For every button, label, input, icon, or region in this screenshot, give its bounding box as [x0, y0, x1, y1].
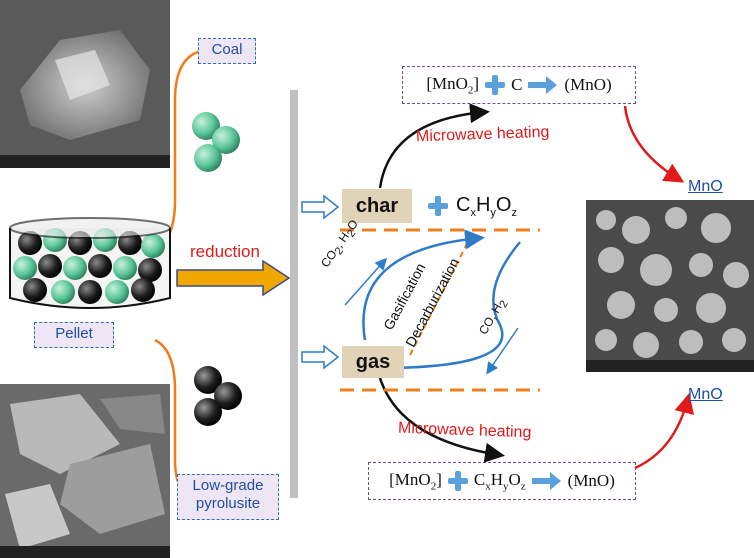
- pellet-cylinder-icon: [9, 217, 171, 309]
- pyrolusite-sem-texture: [0, 384, 170, 558]
- plus-icon: [428, 196, 448, 216]
- reduction-label: reduction: [190, 242, 260, 261]
- coal-sem-texture: [0, 0, 170, 168]
- top-eq-product: (MnO): [564, 75, 612, 94]
- divider-bar: [290, 90, 298, 498]
- bottom-eq-reactant: [MnO2]: [389, 469, 442, 493]
- arrow-right-icon: [528, 76, 558, 94]
- reaction-arrows: [301, 103, 695, 470]
- bottom-equation-box: [MnO2] CxHyOz (MnO): [368, 462, 636, 500]
- coal-label: Coal: [198, 38, 256, 64]
- coal-sem-image: [0, 0, 170, 168]
- reduction-arrow-icon: [176, 259, 291, 297]
- plus-icon: [485, 75, 506, 95]
- pellet-label: Pellet: [34, 322, 114, 348]
- char-box: char: [342, 189, 412, 223]
- pyrolusite-sem-image: [0, 384, 170, 558]
- bottom-eq-product: (MnO): [567, 471, 615, 490]
- top-equation-box: [MnO2] C (MnO): [402, 66, 636, 104]
- pyrolusite-label: Low-grade pyrolusite: [177, 474, 279, 520]
- gas-box: gas: [342, 346, 404, 378]
- pyrolusite-particles-icon: [194, 366, 242, 426]
- top-eq-reactant: [MnO2]: [426, 73, 480, 97]
- mno-top-label: MnO: [688, 178, 723, 195]
- cxhyoz-label: CxHyOz: [456, 194, 517, 219]
- mno-sem-image: [586, 200, 754, 372]
- top-eq-carbon: C: [511, 75, 523, 94]
- pyrolusite-label-line2: pyrolusite: [195, 495, 261, 512]
- coal-particles-icon: [192, 112, 240, 172]
- arrow-right-icon: [531, 472, 561, 490]
- bottom-eq-cxhyoz: CxHyOz: [473, 469, 526, 493]
- mno-bottom-label: MnO: [688, 386, 723, 403]
- mno-sem-texture: [586, 200, 754, 372]
- plus-icon: [447, 471, 468, 491]
- pyrolusite-label-line1: Low-grade: [192, 477, 264, 494]
